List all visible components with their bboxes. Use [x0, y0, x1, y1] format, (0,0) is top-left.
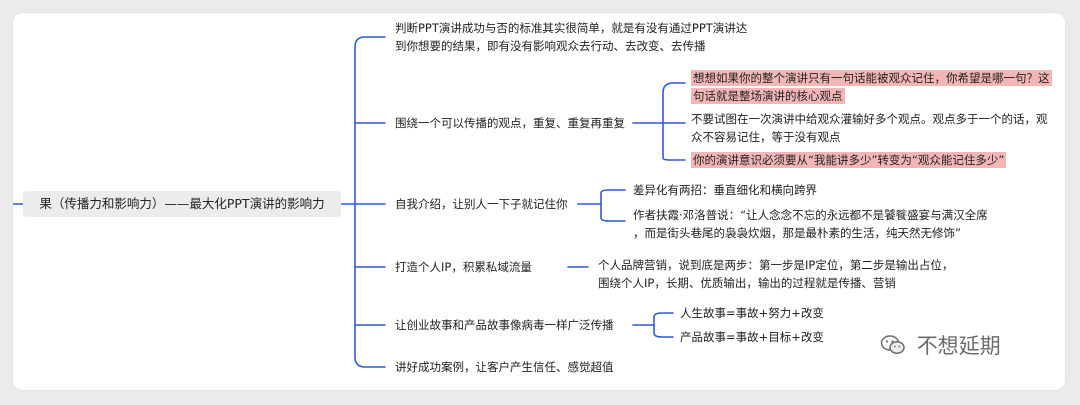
connector-lines: [13, 36, 686, 368]
child-quote: 作者扶霞·邓洛普说：“让人念念不忘的永远都不是饕餮盛宴与满汉全席 ，而是街头巷尾…: [633, 206, 988, 242]
intro-branch-connector: [577, 189, 626, 222]
highlighted-text: 你的演讲意识必须要从“我能讲多少”转变为“观众能记住多少”: [691, 152, 1007, 168]
child-line: ，而是街头巷尾的袅袅炊烟，那是最朴素的生活，纯天然无修饰”: [633, 226, 961, 240]
child-single-viewpoint: 不要试图在一次演讲中给观众灌输好多个观点。观点多于一个的话，观 众不容易记住，等…: [691, 110, 1048, 146]
child-differentiation: 差异化有两招：垂直细化和横向跨界: [633, 181, 817, 199]
branch-judge-success: 判断PPT演讲成功与否的标准其实很简单，就是有没有通过PPT演讲达 到你想要的结…: [395, 19, 747, 55]
branch-line: 围绕一个可以传播的观点，重复、重复再重复: [395, 116, 625, 130]
story-branch-connector: [632, 312, 674, 338]
branch-line: 自我介绍，让别人一下子就记住你: [395, 197, 568, 211]
highlighted-text: 句话就是整场演讲的核心观点: [691, 88, 845, 104]
branch-line: 判断PPT演讲成功与否的标准其实很简单，就是有没有通过PPT演讲达: [395, 21, 748, 35]
root-node: 果（传播力和影响力）——最大化PPT演讲的影响力: [23, 191, 341, 217]
branch-self-intro: 自我介绍，让别人一下子就记住你: [395, 195, 568, 213]
child-core-viewpoint: 想想如果你的整个演讲只有一句话能被观众记住，你希望是哪一句？这 句话就是整场演讲…: [691, 69, 1052, 105]
watermark: 不想延期: [880, 330, 1001, 361]
child-line: 围绕个人IP，长期、优质输出，输出的过程就是传播、营销: [598, 276, 896, 290]
branch-story-spread: 让创业故事和产品故事像病毒一样广泛传播: [395, 316, 614, 334]
child-line: 个人品牌营销，说到底是两步：第一步是IP定位，第二步是输出占位，: [598, 258, 954, 272]
wechat-icon: [880, 334, 906, 361]
child-brand-marketing: 个人品牌营销，说到底是两步：第一步是IP定位，第二步是输出占位， 围绕个人IP，…: [598, 256, 953, 292]
root-branch-connector: [340, 36, 386, 368]
child-line: 人生故事=事故+努力+改变: [680, 306, 824, 320]
child-line: 众不容易记住，等于没有观点: [691, 130, 841, 144]
branch-line: 讲好成功案例，让客户产生信任、感觉超值: [395, 360, 614, 374]
repeat-branch-connector: [632, 82, 686, 161]
child-line: 产品故事=事故+目标+改变: [680, 330, 824, 344]
branch-line: 让创业故事和产品故事像病毒一样广泛传播: [395, 318, 614, 332]
child-line: 差异化有两招：垂直细化和横向跨界: [633, 183, 817, 197]
child-line: 作者扶霞·邓洛普说：“让人念念不忘的永远都不是饕餮盛宴与满汉全席: [633, 208, 988, 222]
child-audience-memory: 你的演讲意识必须要从“我能讲多少”转变为“观众能记住多少”: [691, 151, 1007, 169]
child-product-story: 产品故事=事故+目标+改变: [680, 328, 824, 346]
branch-line: 到你想要的结果，即有没有影响观众去行动、去改变、去传播: [395, 39, 706, 53]
mindmap-canvas: 果（传播力和影响力）——最大化PPT演讲的影响力 判断PPT演讲成功与否的标准其…: [13, 13, 1065, 390]
watermark-text: 不想延期: [916, 334, 1001, 358]
child-line: 不要试图在一次演讲中给观众灌输好多个观点。观点多于一个的话，观: [691, 112, 1048, 126]
branch-success-case: 讲好成功案例，让客户产生信任、感觉超值: [395, 358, 614, 376]
branch-line: 打造个人IP，积累私域流量: [395, 260, 532, 274]
highlighted-text: 想想如果你的整个演讲只有一句话能被观众记住，你希望是哪一句？这: [691, 70, 1052, 86]
child-life-story: 人生故事=事故+努力+改变: [680, 304, 824, 322]
branch-personal-ip: 打造个人IP，积累私域流量: [395, 258, 532, 276]
branch-repeat-viewpoint: 围绕一个可以传播的观点，重复、重复再重复: [395, 114, 625, 132]
root-label: 果（传播力和影响力）——最大化PPT演讲的影响力: [39, 196, 325, 211]
